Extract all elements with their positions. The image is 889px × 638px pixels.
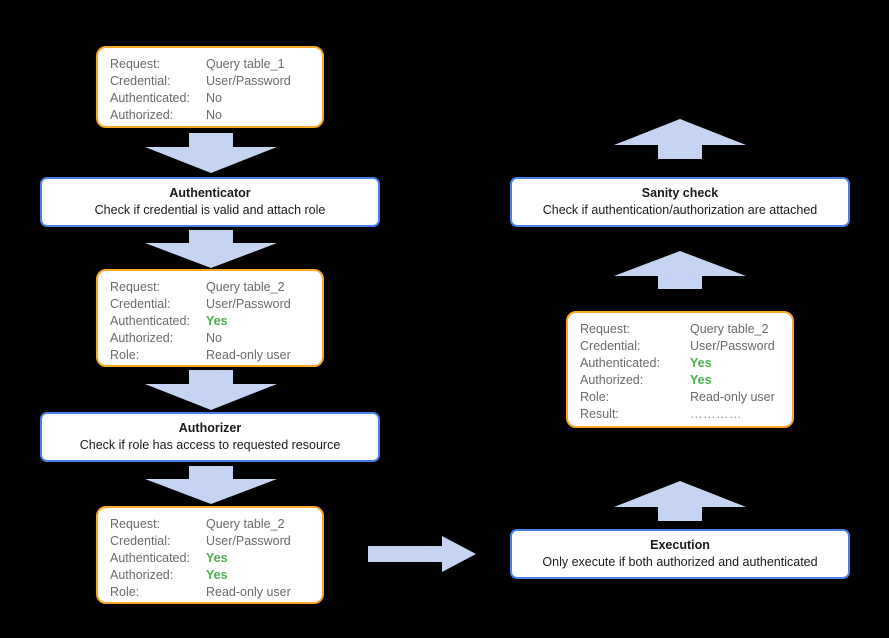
row-value: Read-only user [206,585,291,599]
row-label: Authorized: [110,568,174,582]
row-value: User/Password [206,534,291,548]
card-row: Authenticated: Yes [110,313,310,330]
card-row: Role: Read-only user [110,584,310,601]
process-box-execution[interactable]: Execution Only execute if both authorize… [510,529,850,579]
process-subtitle: Check if authentication/authorization ar… [542,203,818,217]
row-label: Request: [110,57,161,71]
card-row: Authorized: No [110,107,310,124]
row-value: Query table_1 [206,57,285,71]
card-row: Credential: User/Password [110,296,310,313]
process-subtitle: Only execute if both authorized and auth… [542,555,818,569]
process-box-authenticator[interactable]: Authenticator Check if credential is val… [40,177,380,227]
card-row: Credential: User/Password [580,338,780,355]
card-row: Authenticated: Yes [110,550,310,567]
row-value: No [206,108,222,122]
row-label: Request: [110,517,161,531]
row-label: Credential: [110,297,171,311]
row-value: ………… [690,407,742,421]
arrow-authenticator-to-authenticated-card [145,230,277,268]
row-value: User/Password [206,297,291,311]
process-subtitle: Check if credential is valid and attach … [94,203,326,217]
row-value: No [206,331,222,345]
card-row: Credential: User/Password [110,533,310,550]
row-value: No [206,91,222,105]
row-label: Credential: [110,534,171,548]
card-row: Authorized: No [110,330,310,347]
row-label: Result: [580,407,619,421]
process-title: Execution [650,538,710,552]
arrow-request-to-authenticator [145,133,277,173]
arrow-authorized-card-to-execution [368,536,476,572]
process-title: Authenticator [169,186,251,200]
authorized-request-card: Request: Query table_2 Credential: User/… [96,506,324,604]
card-row: Request: Query table_2 [110,279,310,296]
row-label: Request: [580,322,631,336]
row-value: Yes [690,356,712,370]
process-box-authorizer[interactable]: Authorizer Check if role has access to r… [40,412,380,462]
row-label: Authenticated: [110,91,190,105]
card-row: Authenticated: Yes [580,355,780,372]
process-box-sanity-check[interactable]: Sanity check Check if authentication/aut… [510,177,850,227]
card-row: Credential: User/Password [110,73,310,90]
initial-request-card: Request: Query table_1 Credential: User/… [96,46,324,128]
arrow-authorizer-to-authorized-card [145,466,277,504]
row-label: Authenticated: [110,314,190,328]
row-label: Authorized: [110,331,174,345]
card-row: Request: Query table_2 [580,321,780,338]
card-row: Request: Query table_1 [110,56,310,73]
row-value: Yes [690,373,712,387]
row-value: Read-only user [690,390,775,404]
arrow-sanity-check-out [614,119,746,159]
row-label: Request: [110,280,161,294]
row-value: Yes [206,568,228,582]
card-row: Role: Read-only user [580,389,780,406]
arrow-execution-to-executed-card [614,481,746,521]
card-row: Authorized: Yes [110,567,310,584]
process-title: Sanity check [641,186,719,200]
card-row: Result: ………… [580,406,780,423]
card-row: Authorized: Yes [580,372,780,389]
row-label: Role: [110,585,140,599]
row-value: Yes [206,314,228,328]
card-row: Role: Read-only user [110,347,310,364]
arrow-executed-card-to-sanity-check [614,251,746,289]
process-title: Authorizer [178,421,242,435]
row-value: Yes [206,551,228,565]
process-subtitle: Check if role has access to requested re… [79,438,341,452]
row-label: Authenticated: [110,551,190,565]
row-label: Authorized: [110,108,174,122]
card-row: Request: Query table_2 [110,516,310,533]
row-value: Read-only user [206,348,291,362]
row-value: Query table_2 [206,280,285,294]
row-value: User/Password [690,339,775,353]
row-label: Authorized: [580,373,644,387]
arrow-authenticated-card-to-authorizer [145,370,277,410]
row-value: Query table_2 [206,517,285,531]
authenticated-request-card: Request: Query table_2 Credential: User/… [96,269,324,367]
row-label: Authenticated: [580,356,660,370]
card-row: Authenticated: No [110,90,310,107]
row-label: Role: [580,390,610,404]
executed-request-card: Request: Query table_2 Credential: User/… [566,311,794,428]
row-label: Credential: [580,339,641,353]
row-label: Role: [110,348,140,362]
row-label: Credential: [110,74,171,88]
row-value: Query table_2 [690,322,769,336]
row-value: User/Password [206,74,291,88]
